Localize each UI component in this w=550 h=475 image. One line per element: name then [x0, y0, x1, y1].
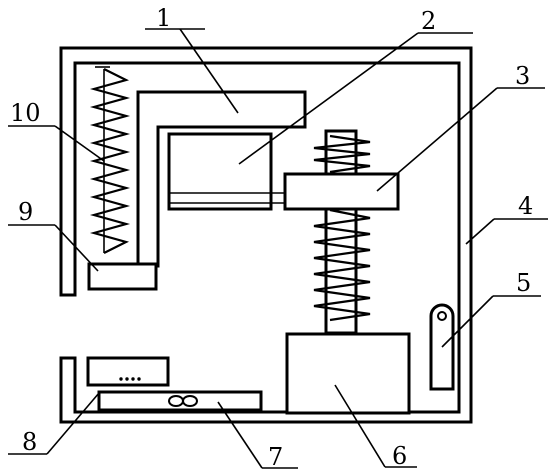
display-box [86, 356, 170, 387]
left-spring [89, 66, 131, 254]
label-8: 8 [22, 428, 37, 456]
bracket-stand [429, 303, 455, 391]
lower-spring [313, 208, 371, 322]
label-2: 2 [421, 7, 436, 35]
upper-spring [313, 134, 371, 174]
spring-base-block [87, 262, 158, 291]
slider-block [283, 172, 400, 211]
label-10: 10 [10, 99, 41, 127]
bracket-hole-icon [437, 311, 447, 321]
label-9: 9 [18, 198, 33, 226]
label-1: 1 [156, 4, 171, 32]
leader-lines [8, 28, 548, 469]
label-6: 6 [392, 442, 407, 470]
housing [59, 46, 473, 424]
label-4: 4 [518, 192, 533, 220]
label-5: 5 [516, 269, 531, 297]
bottom-bar [97, 390, 263, 412]
base-block [285, 332, 411, 415]
label-3: 3 [515, 62, 530, 90]
sensor-box [167, 132, 285, 211]
part-labels: 1 2 3 4 5 6 7 8 9 10 [10, 4, 533, 471]
label-7: 7 [268, 443, 283, 471]
